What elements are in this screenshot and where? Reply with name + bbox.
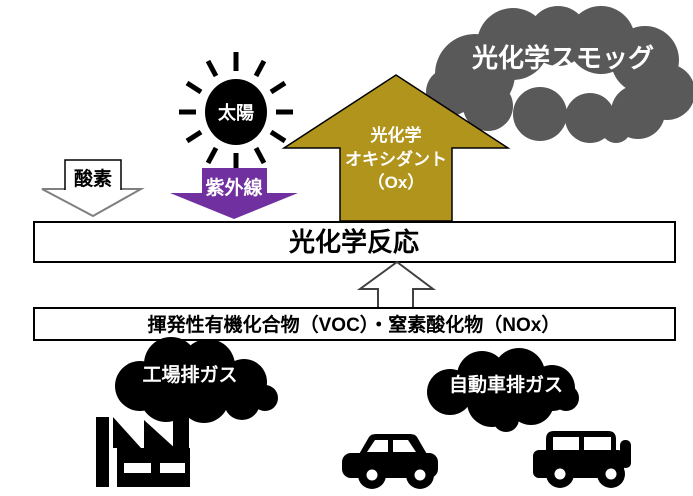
sun-icon: 太陽 (179, 52, 293, 172)
sedan-car-icon (342, 434, 438, 489)
suv-car-icon (533, 431, 631, 488)
oxygen-arrow-label: 酸素 (74, 167, 112, 190)
factory-exhaust-cloud: 工場排ガス (115, 337, 278, 448)
oxidant-arrow: 光化学 オキシダント （Ox） (281, 74, 511, 222)
precursor-box-label: 揮発性有機化合物（VOC）・窒素酸化物（NOx） (148, 313, 561, 336)
uv-arrow-label: 紫外線 (205, 176, 262, 199)
smog-cloud-label: 光化学スモッグ (471, 43, 654, 73)
oxidant-label-line3: （Ox） (368, 172, 425, 192)
car-exhaust-label: 自動車排ガス (449, 373, 563, 396)
up-arrow-icon (356, 260, 436, 309)
oxygen-arrow: 酸素 (41, 159, 145, 218)
smog-cloud: 光化学スモッグ (426, 6, 693, 143)
oxidant-label-line1: 光化学 (370, 125, 422, 145)
factory-icon (96, 414, 190, 487)
sun-label: 太陽 (218, 102, 254, 123)
factory-exhaust-label: 工場排ガス (142, 363, 237, 386)
precursor-box: 揮発性有機化合物（VOC）・窒素酸化物（NOx） (33, 307, 676, 341)
reaction-box-label: 光化学反応 (288, 227, 419, 257)
oxidant-label-line2: オキシダント (345, 149, 447, 169)
reaction-box: 光化学反応 (33, 221, 676, 263)
uv-arrow: 紫外線 (170, 168, 298, 219)
car-exhaust-cloud: 自動車排ガス (427, 348, 579, 432)
